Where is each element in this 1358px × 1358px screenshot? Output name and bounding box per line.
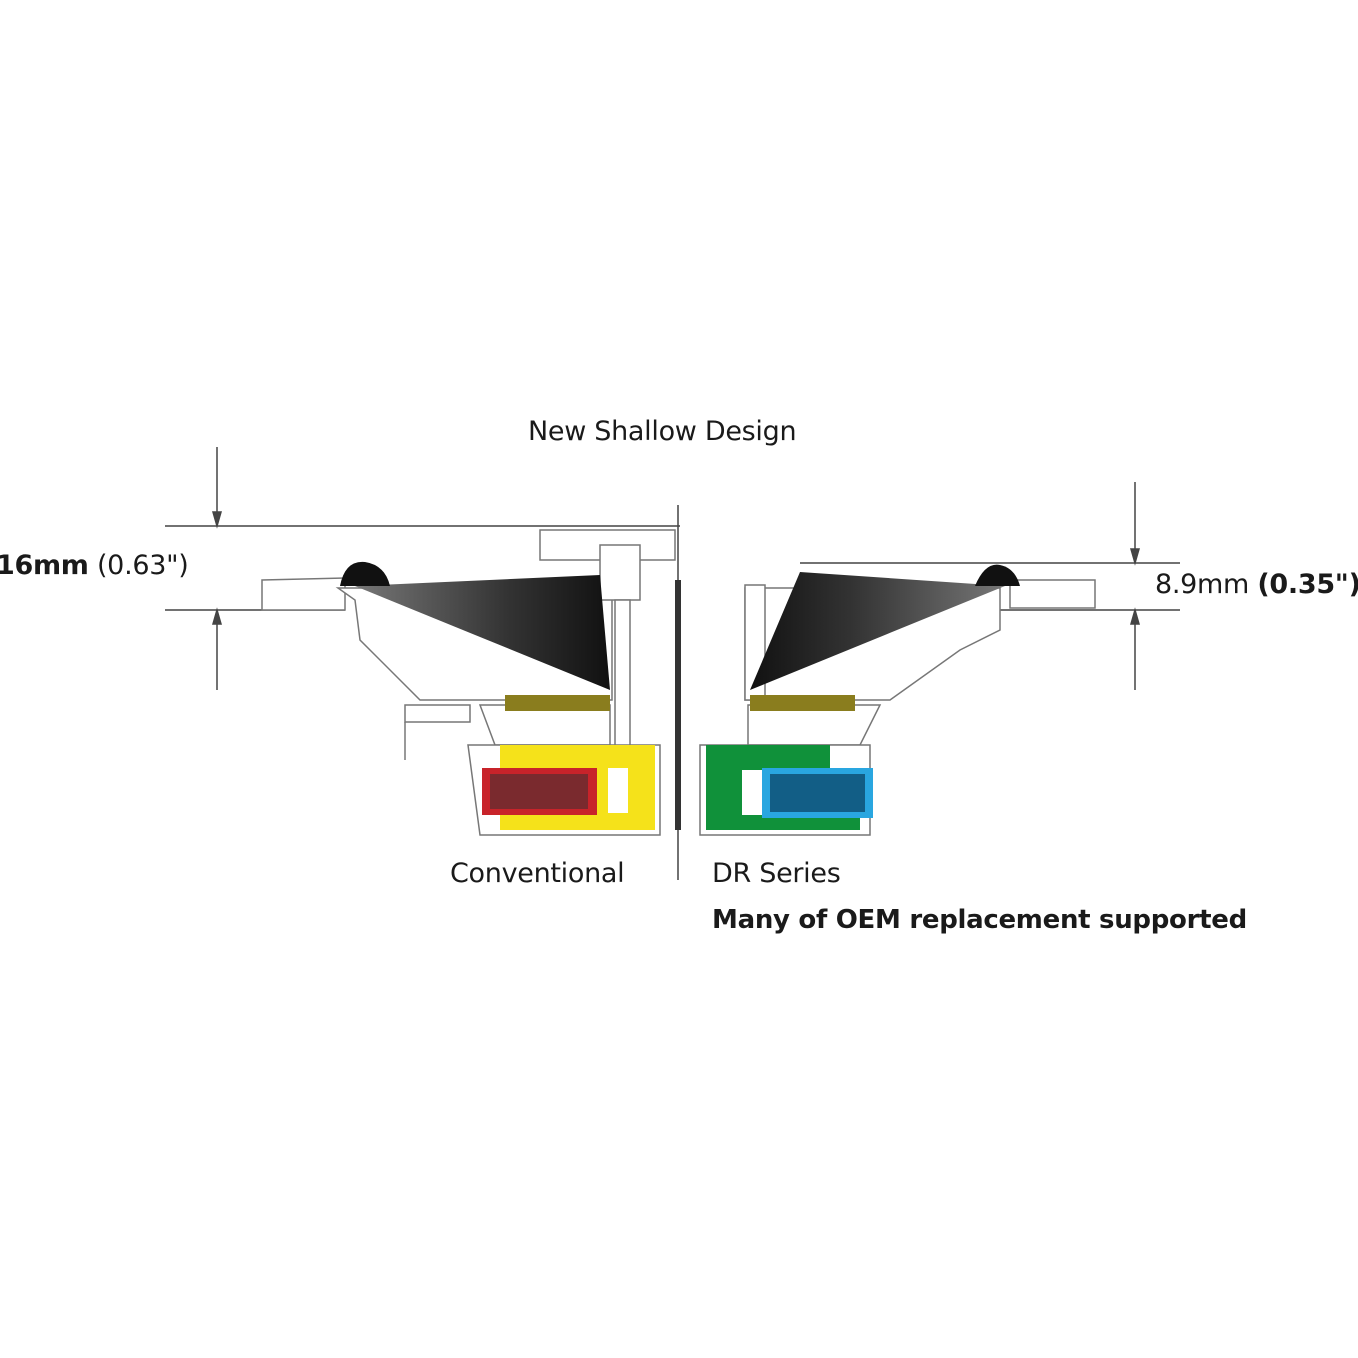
conventional-depth-mm: 16mm xyxy=(0,550,89,581)
dr-series-label: DR Series xyxy=(712,858,841,889)
diagram-title: New Shallow Design xyxy=(528,416,797,447)
dr-series-depth-label: 8.9mm (0.35") xyxy=(1155,569,1358,600)
dr-series-depth-inch: (0.35") xyxy=(1257,569,1358,600)
dr-series-surround xyxy=(975,564,1020,586)
dr-series-cone xyxy=(750,572,1005,690)
dr-series-magnet-inner xyxy=(770,774,865,812)
conventional-spider xyxy=(505,695,610,711)
conventional-surround xyxy=(340,561,390,586)
oem-note: Many of OEM replacement supported xyxy=(712,905,1247,935)
conventional-magnet-inner xyxy=(490,774,588,809)
dr-series-gap xyxy=(742,770,762,815)
center-pole xyxy=(675,580,681,830)
dr-series-depth-mm: 8.9mm xyxy=(1155,569,1250,600)
dr-series-spider xyxy=(750,695,855,711)
dimension-lines xyxy=(165,447,1180,880)
conventional-gap xyxy=(608,768,628,813)
conventional-cone xyxy=(355,575,610,690)
conventional-label: Conventional xyxy=(450,858,625,889)
conventional-depth-inch: (0.63") xyxy=(96,550,189,581)
conventional-depth-label: 16mm (0.63") xyxy=(0,550,189,581)
